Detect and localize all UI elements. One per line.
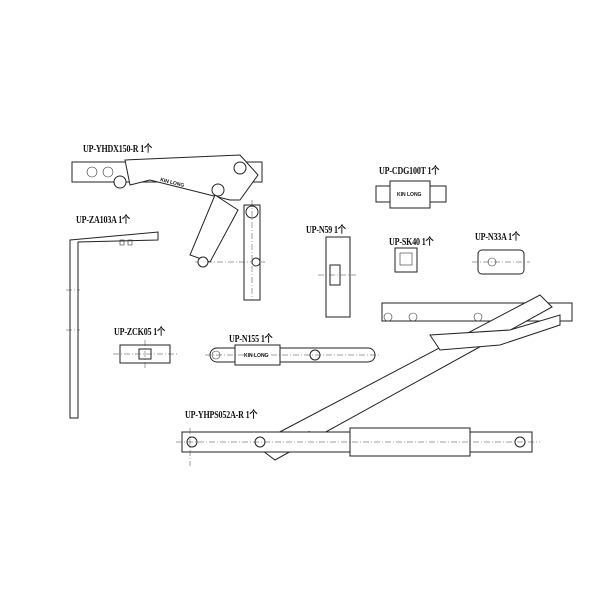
label-za103a: UP-ZA103A 1个 <box>76 211 130 226</box>
part-code: UP-YHPS052A-R <box>185 410 244 421</box>
part-qty: 1个 <box>508 232 520 243</box>
part-qty: 1个 <box>427 166 440 177</box>
part-qty: 1个 <box>118 215 130 226</box>
part-n33a <box>472 249 530 275</box>
part-zck05 <box>113 340 178 368</box>
label-sk40: UP-SK40 1个 <box>389 233 434 248</box>
part-code: UP-N33A <box>475 232 507 243</box>
part-qty: 1个 <box>421 237 434 248</box>
part-qty: 1个 <box>260 334 273 345</box>
label-n59: UP-N59 1个 <box>306 221 346 236</box>
part-code: UP-CDG100T <box>379 166 426 177</box>
part-qty: 1个 <box>140 144 152 155</box>
label-cdg100t: UP-CDG100T 1个 <box>379 162 439 177</box>
part-code: UP-SK40 <box>389 237 420 248</box>
label-zck05: UP-ZCK05 1个 <box>114 323 165 338</box>
part-yhps052a-r: KIN LONG <box>176 294 573 466</box>
part-code: UP-ZCK05 <box>114 327 152 338</box>
label-n155: UP-N155 1个 <box>229 330 273 345</box>
brand-mark: KIN LONG <box>244 353 269 359</box>
part-n155: KIN LONG <box>205 344 380 366</box>
part-qty: 1个 <box>245 410 258 421</box>
brand-mark: KIN LONG <box>160 177 185 189</box>
part-sk40 <box>394 247 418 273</box>
part-qty: 1个 <box>153 327 165 338</box>
part-za103a <box>66 231 159 419</box>
label-yhps052a: UP-YHPS052A-R 1个 <box>185 406 258 421</box>
part-yhdx150-r: KIN LONG <box>71 154 265 301</box>
part-n59 <box>318 236 356 318</box>
label-n33a: UP-N33A 1个 <box>475 228 520 243</box>
part-code: UP-ZA103A <box>76 215 117 226</box>
part-code: UP-N59 <box>306 225 333 236</box>
part-qty: 1个 <box>334 225 346 236</box>
part-code: UP-N155 <box>229 334 259 345</box>
part-code: UP-YHDX150-R <box>83 144 139 155</box>
label-yhdx150: UP-YHDX150-R 1个 <box>83 140 152 155</box>
brand-mark: KIN LONG <box>397 192 422 198</box>
part-cdg100t: KIN LONG <box>375 180 447 209</box>
